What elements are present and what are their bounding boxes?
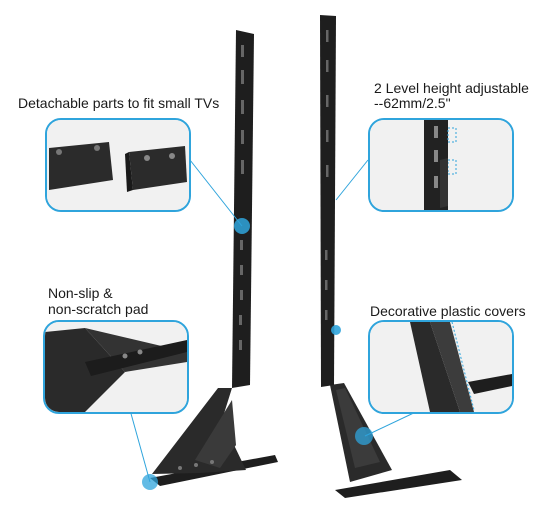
- leader-covers: [364, 409, 421, 437]
- height-label-line2: --62mm/2.5": [374, 95, 451, 111]
- right-stand-base: [335, 470, 462, 498]
- height-label-line1: 2 Level height adjustable: [374, 80, 529, 96]
- left-stand-pole: [232, 30, 254, 388]
- height-zoom: [368, 118, 514, 212]
- detachable-label: Detachable parts to fit small TVs: [18, 95, 220, 111]
- covers-image: [370, 322, 512, 412]
- pad-label-line2: non-scratch pad: [48, 301, 149, 317]
- covers-label: Decorative plastic covers: [370, 303, 526, 319]
- right-stand-hotspot-cover: [331, 325, 341, 335]
- pad-hotspot: [142, 474, 158, 490]
- covers-zoom: [368, 320, 514, 414]
- pad-zoom: [43, 320, 189, 414]
- detachable-zoom: [45, 118, 191, 212]
- pad-image: [45, 322, 187, 412]
- right-stand-pole: [320, 15, 336, 387]
- leader-pad: [129, 409, 151, 483]
- leader-height: [335, 159, 369, 201]
- leader-detachable: [189, 159, 243, 227]
- covers-hotspot: [355, 427, 373, 445]
- pad-label-line1: Non-slip &: [48, 285, 113, 301]
- height-adjust-image: [370, 120, 512, 210]
- detachable-parts-image: [47, 120, 189, 210]
